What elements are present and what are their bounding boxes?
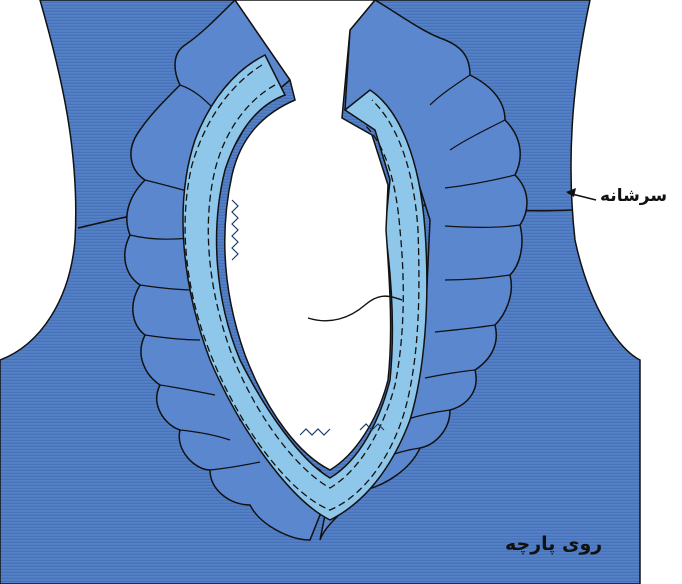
fabric-right-side-label: روی پارچه bbox=[505, 533, 602, 555]
shoulder-label: سرشانه bbox=[600, 186, 667, 206]
